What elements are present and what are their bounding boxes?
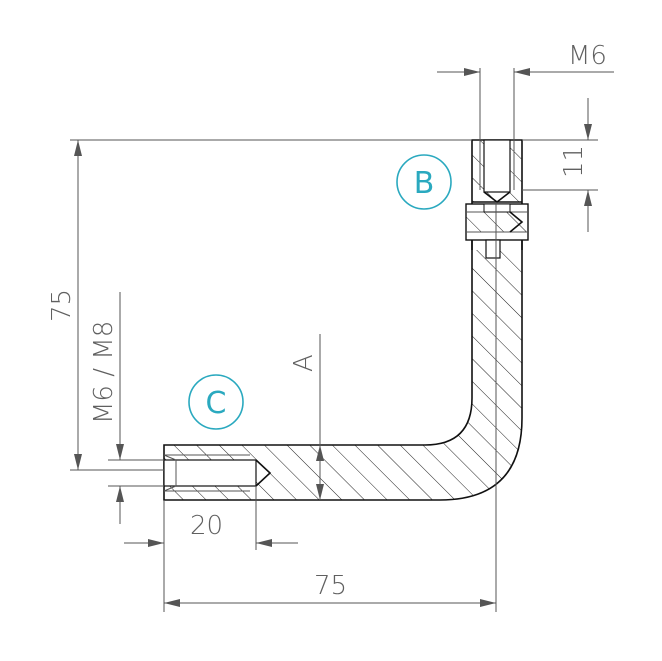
section-a-label: A <box>289 354 319 372</box>
cross-pin-detail <box>465 203 529 259</box>
dimension-width: 75 <box>164 202 497 612</box>
dimension-side-thread: M6 / M8 <box>89 292 164 524</box>
side-thread-label: M6 / M8 <box>89 321 119 424</box>
dimension-section-a: A <box>289 334 324 500</box>
callout-c-label: C <box>206 386 227 421</box>
dimension-side-depth: 20 <box>124 486 298 612</box>
side-depth-label: 20 <box>190 511 223 541</box>
top-depth-label: 11 <box>559 145 589 178</box>
callout-b-label: B <box>414 166 435 201</box>
dimension-top-thread: M6 <box>437 41 614 140</box>
part-outline <box>163 139 523 501</box>
l-bracket-part <box>163 139 529 501</box>
dimension-top-depth: 11 <box>522 98 598 232</box>
callout-b: B <box>396 154 452 210</box>
top-threaded-bore <box>472 139 522 204</box>
height-label: 75 <box>47 289 77 322</box>
callout-c: C <box>188 374 244 430</box>
top-thread-label: M6 <box>568 41 607 71</box>
width-label: 75 <box>314 571 347 601</box>
side-threaded-bore <box>163 454 272 492</box>
dimension-height: 75 <box>47 139 472 471</box>
